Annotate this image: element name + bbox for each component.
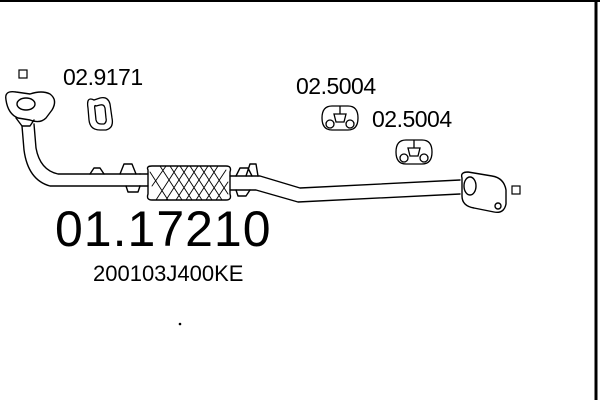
flex-section-outline bbox=[146, 165, 232, 201]
outlet-flange-bore bbox=[463, 176, 477, 196]
dot-mark bbox=[178, 322, 182, 326]
mount-2-part-number: 02.5004 bbox=[372, 106, 452, 132]
outlet-flange bbox=[460, 171, 507, 214]
inlet-flange bbox=[5, 90, 56, 123]
pipe-lower-edge bbox=[33, 123, 141, 175]
exhaust-pipe-drawing bbox=[5, 90, 507, 214]
mount-1-part-number: 02.5004 bbox=[296, 73, 376, 99]
rubber-mount-icon-1 bbox=[321, 105, 359, 131]
gasket-part-number: 02.9171 bbox=[63, 64, 143, 90]
main-part-number: 01.17210 bbox=[55, 201, 272, 257]
rubber-mount-icon-2 bbox=[395, 139, 433, 165]
gasket-ring-icon bbox=[86, 96, 114, 131]
oem-number: 200103J400KE bbox=[93, 261, 244, 286]
right-connector-marker bbox=[511, 185, 521, 195]
inlet-flange-bore bbox=[16, 97, 36, 111]
left-connector-marker bbox=[18, 69, 28, 79]
pipe-upper-edge bbox=[21, 125, 141, 187]
flex-section-mesh bbox=[149, 165, 229, 201]
